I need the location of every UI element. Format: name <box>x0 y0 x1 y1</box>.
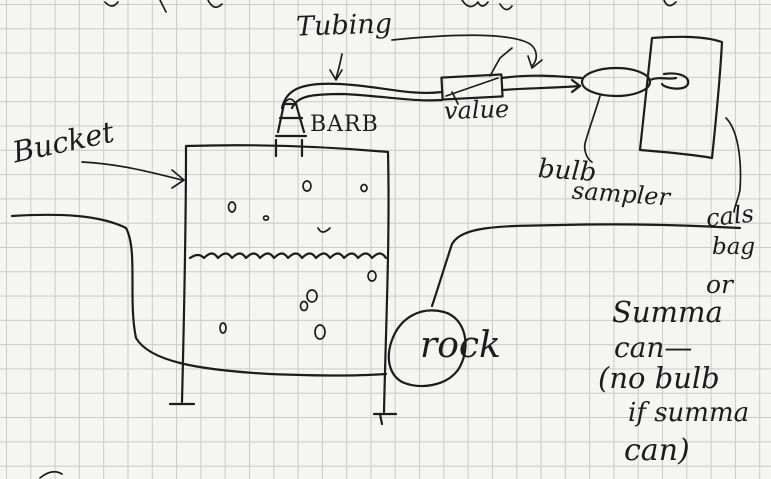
barb-fitting <box>274 98 308 158</box>
label-tubing: Tubing <box>295 8 393 43</box>
label-barb: BARB <box>310 112 379 137</box>
label-sampler: sampler <box>571 176 671 212</box>
label-no-bulb: (no bulb <box>598 361 720 395</box>
leader-lines <box>81 34 543 189</box>
label-or: or <box>706 270 734 299</box>
label-if-summa: if summa <box>628 398 750 428</box>
cals-bag <box>638 35 742 213</box>
rock-outline <box>387 309 467 388</box>
label-valve: value <box>443 94 510 126</box>
bucket <box>168 144 398 426</box>
ground-line-right <box>430 223 742 308</box>
bubbles <box>219 180 377 340</box>
label-summa: Summa <box>612 295 723 329</box>
water-line <box>188 252 388 260</box>
valve <box>440 73 504 101</box>
label-can: can— <box>614 331 693 364</box>
stray-mark <box>39 470 63 479</box>
label-cals: cals <box>704 199 756 233</box>
label-can-close: can) <box>624 433 690 468</box>
ground-line-left <box>10 213 388 377</box>
tubing <box>280 74 584 110</box>
label-bag: bag <box>712 234 756 260</box>
label-rock: rock <box>420 325 501 366</box>
bulb-sampler <box>570 66 690 163</box>
top-scribbles <box>104 0 677 13</box>
